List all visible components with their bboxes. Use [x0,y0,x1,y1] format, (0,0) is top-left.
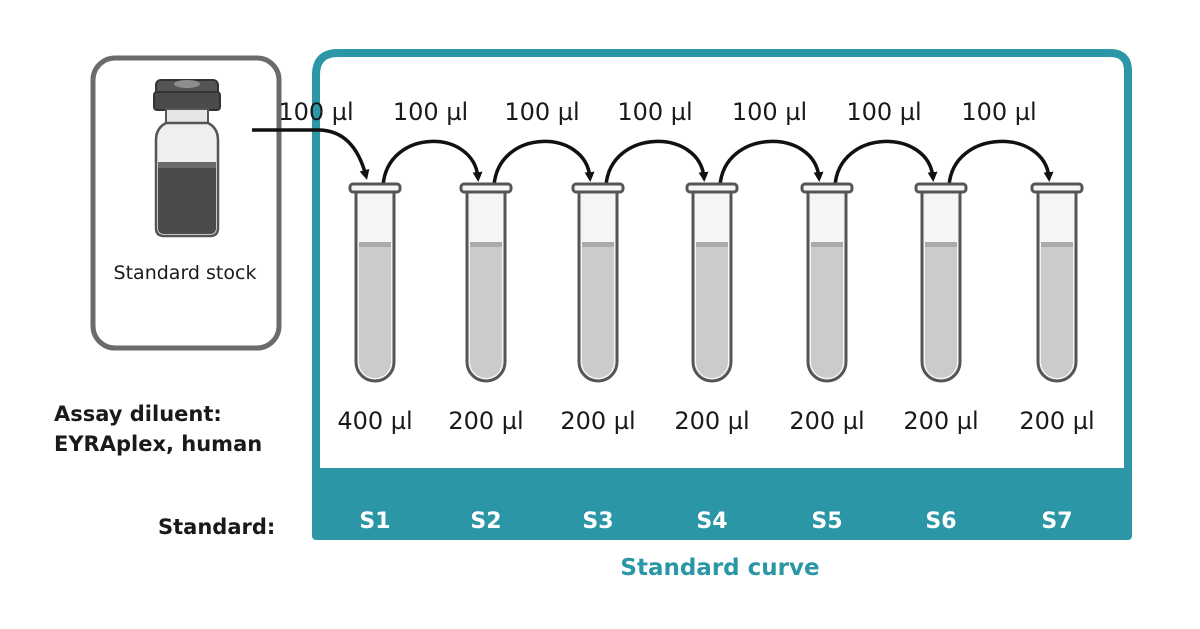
tube-rim [800,182,854,194]
test-tube-icon [348,182,402,383]
standard-curve-frame [312,49,1132,540]
transfer-arrow [604,139,709,187]
standard-label: S4 [696,509,727,534]
diluent-volume-label: 200 µl [674,407,749,435]
liquid-surface [696,242,728,247]
transfer-arrow [833,139,938,187]
tube-rim [1030,182,1084,194]
tube-rim [685,182,739,194]
liquid-surface [359,242,391,247]
diluent-volume-label: 200 µl [1019,407,1094,435]
standard-curve-title: Standard curve [620,555,819,581]
tube-rim [571,182,625,194]
transfer-volume-label: 100 µl [732,98,807,126]
transfer-arrow [252,128,370,180]
transfer-volume-label: 100 µl [617,98,692,126]
standard-stock-label: Standard stock [114,262,257,284]
standard-labels: S1 S2 S3 S4 S5 S6 S7 [359,509,1072,534]
tube-row [348,182,1084,383]
standard-label: S3 [582,509,613,534]
tube-rim [914,182,968,194]
tube-rim [348,182,402,194]
tube-liquid [696,246,728,378]
transfer-arrow [947,139,1054,187]
tube-liquid [470,246,502,378]
transfer-volume-label: 100 µl [504,98,579,126]
diluent-volume-label: 200 µl [789,407,864,435]
transfer-arrow [492,139,595,187]
assay-diluent-name: EYRAplex, human [54,432,262,456]
transfer-volume-label: 100 µl [278,98,353,126]
transfer-volume-label: 100 µl [393,98,468,126]
tube-liquid [811,246,843,378]
transfer-labels: 100 µl 100 µl 100 µl 100 µl 100 µl 100 µl 100 … [278,98,1036,126]
standard-curve-panel [312,49,1132,540]
test-tube-icon [685,182,739,383]
standard-label: S6 [925,509,956,534]
transfer-volume-label: 100 µl [846,98,921,126]
test-tube-icon [914,182,968,383]
liquid-surface [925,242,957,247]
test-tube-icon [800,182,854,383]
tube-rim [459,182,513,194]
transfer-arrow [381,139,483,187]
standard-label: S1 [359,509,390,534]
tube-liquid [359,246,391,378]
test-tube-icon [571,182,625,383]
transfer-arrow [718,139,824,187]
test-tube-icon [459,182,513,383]
tube-liquid [925,246,957,378]
liquid-surface [811,242,843,247]
standard-row-label: Standard: [158,515,275,539]
diluent-volume-label: 200 µl [903,407,978,435]
tube-liquid [582,246,614,378]
transfer-arrows [252,128,1054,187]
diluent-volume-labels: 400 µl 200 µl 200 µl 200 µl 200 µl 200 µl 200 … [337,407,1094,435]
tube-liquid [1041,246,1073,378]
diluent-volume-label: 200 µl [448,407,523,435]
test-tube-icon [1030,182,1084,383]
standard-label: S2 [470,509,501,534]
liquid-surface [470,242,502,247]
diluent-volume-label: 200 µl [560,407,635,435]
diluent-volume-label: 400 µl [337,407,412,435]
standard-label: S7 [1041,509,1072,534]
vial-icon [153,79,221,238]
liquid-surface [582,242,614,247]
assay-diluent-label: Assay diluent: [54,402,222,426]
transfer-volume-label: 100 µl [961,98,1036,126]
liquid-surface [1041,242,1073,247]
standard-curve-frame-top-left [312,49,339,140]
standard-label: S5 [811,509,842,534]
